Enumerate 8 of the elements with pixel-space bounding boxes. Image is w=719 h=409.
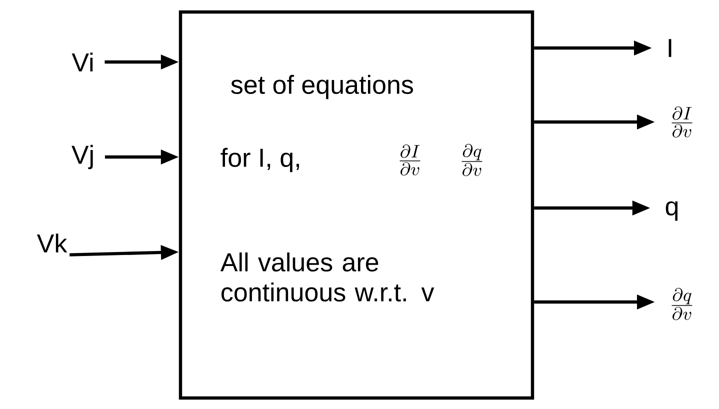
block-box: set of equations for I, q, $\frac{\partial I}{\partial v}$ $\frac{\partial q}{\partial v}$ All values are continuous w.r.t. v (178, 10, 534, 400)
signal-label: $\frac{\partial I}{\partial v}$ (672, 106, 692, 138)
signal-label: Vj (72, 144, 93, 170)
signal-label: $\frac{\partial q}{\partial v}$ (672, 288, 692, 320)
signal-label: I (668, 39, 672, 57)
signal-label: Vk (36, 234, 68, 252)
signal-label: Vi (72, 52, 93, 72)
signal-label: q (666, 201, 678, 221)
